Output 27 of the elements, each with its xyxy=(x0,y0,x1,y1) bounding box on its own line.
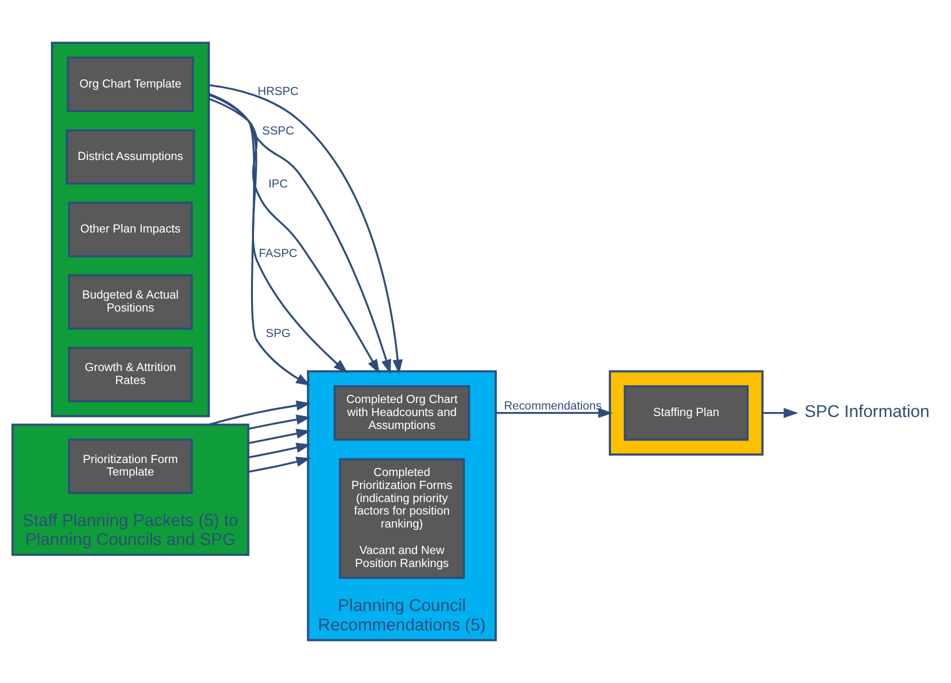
arrow xyxy=(496,408,613,418)
node-box: Growth & Attrition Rates xyxy=(68,346,193,402)
arrow xyxy=(248,414,311,430)
arrow xyxy=(762,408,798,418)
arrow xyxy=(208,400,311,426)
edge-label: SPG xyxy=(266,327,291,340)
arrow xyxy=(248,456,311,473)
edge-label: Recommendations xyxy=(504,400,602,413)
edge-label: HRSPC xyxy=(258,84,299,98)
node-box: Other Plan Impacts xyxy=(68,202,193,258)
edge-label: FASPC xyxy=(258,247,298,260)
edge-label: IPC xyxy=(268,178,288,191)
arrow xyxy=(248,428,311,444)
node-text: SPC Information xyxy=(804,402,930,422)
node-box: Budgeted & Actual Positions xyxy=(68,274,193,330)
node-box: Completed Org Chart with Headcounts and Assumptions xyxy=(334,385,470,441)
node-box: Staffing Plan xyxy=(624,385,749,441)
cluster xyxy=(608,370,764,456)
arrow xyxy=(208,93,311,386)
arrow xyxy=(248,442,311,458)
cluster xyxy=(50,42,210,418)
edge-label: SSPC xyxy=(262,124,294,138)
node-box: District Assumptions xyxy=(66,129,195,185)
arrow xyxy=(208,93,348,374)
node-box: Completed Prioritization Forms (indicating priority factors for position ranking) Vacant and New Position Rankings xyxy=(338,458,465,579)
node-box: Prioritization Form Template xyxy=(68,438,193,494)
node-box: Org Chart Template xyxy=(66,56,194,112)
